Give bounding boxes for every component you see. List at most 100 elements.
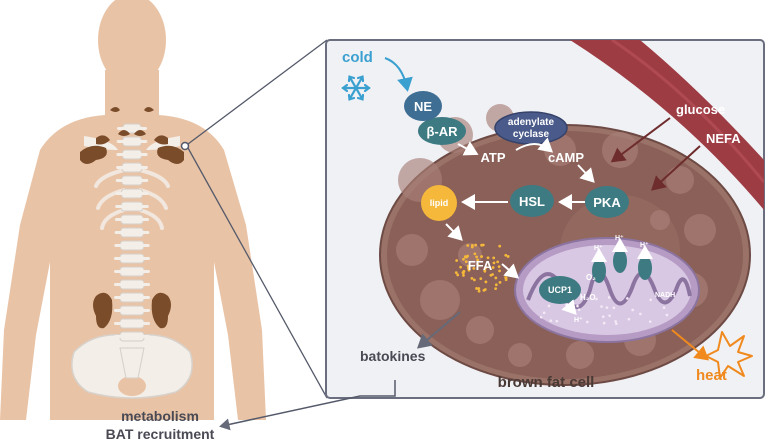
matrix-dot bbox=[549, 319, 553, 322]
ffa-dot bbox=[494, 283, 498, 287]
vertebra-process bbox=[116, 166, 148, 169]
ffa-dot bbox=[470, 276, 474, 280]
glucose-label: glucose bbox=[676, 102, 725, 117]
ffa-dot bbox=[466, 266, 470, 270]
o2-label: O₂ bbox=[586, 273, 596, 282]
blood-vessel bbox=[570, 40, 764, 210]
location-marker bbox=[180, 141, 190, 151]
matrix-dot bbox=[608, 314, 611, 317]
vertebra-process bbox=[114, 257, 150, 260]
nefa-label: NEFA bbox=[706, 131, 741, 146]
vertebra-process bbox=[114, 309, 150, 312]
h-plus-label-1: H⁺ bbox=[594, 244, 603, 252]
ffa-dot bbox=[463, 255, 467, 259]
adenylate-label-2: cyclase bbox=[513, 129, 550, 140]
nefa-arrow bbox=[651, 145, 701, 191]
ffa-dot bbox=[473, 252, 477, 256]
matrix-dot bbox=[626, 297, 629, 300]
ne-label: NE bbox=[414, 99, 432, 114]
vertebra-process bbox=[117, 127, 147, 130]
ffa-label: FFA bbox=[468, 258, 493, 273]
ffa-dot bbox=[472, 278, 476, 282]
matrix-dot bbox=[576, 304, 579, 308]
matrix-dot bbox=[614, 320, 617, 323]
vertebra-process bbox=[115, 205, 149, 208]
ffa-dot bbox=[486, 256, 490, 260]
matrix-dot bbox=[595, 297, 598, 301]
hsl-label: HSL bbox=[519, 194, 545, 209]
ffa-dot bbox=[475, 287, 478, 290]
matrix-dot bbox=[627, 317, 631, 321]
ffa-dot bbox=[459, 265, 463, 269]
vertebra-process bbox=[114, 335, 150, 338]
ffa-dot bbox=[484, 266, 488, 270]
sacrum bbox=[119, 347, 145, 379]
camp-label: cAMP bbox=[548, 150, 584, 165]
heat-arrow bbox=[671, 329, 710, 361]
pka-label: PKA bbox=[593, 195, 621, 210]
vertebra-process bbox=[114, 322, 150, 325]
heat-burst-icon bbox=[705, 331, 753, 379]
matrix-dot bbox=[665, 313, 669, 317]
matrix-dot bbox=[631, 308, 634, 312]
ffa-dot bbox=[480, 243, 484, 247]
ffa-dot bbox=[462, 269, 466, 273]
ffa-dot bbox=[491, 266, 495, 269]
metabolism-arrow bbox=[219, 380, 396, 431]
ucp1-protein bbox=[539, 276, 581, 304]
matrix-dot bbox=[601, 315, 605, 318]
ffa-dot bbox=[497, 265, 501, 269]
matrix-dot bbox=[607, 296, 611, 299]
ffa-dot bbox=[484, 280, 488, 284]
cold-arrow bbox=[384, 57, 413, 92]
matrix-dot bbox=[639, 312, 642, 316]
metabolism-label: metabolism bbox=[121, 408, 199, 424]
ffa-dot bbox=[480, 255, 483, 258]
vertebra-process bbox=[115, 192, 149, 195]
matrix-dot bbox=[555, 319, 559, 323]
ffa-dot bbox=[454, 271, 458, 274]
h-plus-label-2: H⁺ bbox=[615, 234, 624, 242]
beta-ar-label: β-AR bbox=[426, 124, 458, 139]
ffa-dot bbox=[489, 273, 493, 277]
matrix-dot bbox=[602, 321, 606, 325]
vertebra-process bbox=[114, 270, 150, 273]
hsl-node bbox=[510, 185, 554, 217]
vertebra-process bbox=[116, 153, 148, 156]
glucose-arrow bbox=[610, 117, 671, 163]
bat-recruitment-label: BAT recruitment bbox=[106, 426, 215, 442]
etc-complex-3 bbox=[638, 256, 652, 280]
matrix-dot bbox=[615, 322, 618, 326]
ffa-dot bbox=[466, 264, 470, 268]
matrix-dot bbox=[600, 305, 603, 308]
matrix-dot bbox=[649, 298, 652, 302]
matrix-dot bbox=[539, 315, 543, 319]
ucp1-label: UCP1 bbox=[548, 285, 572, 295]
h2o-label: H₂O bbox=[580, 293, 596, 302]
ffa-dot bbox=[476, 263, 480, 267]
zoom-line-bottom bbox=[187, 147, 328, 399]
vertebra-process bbox=[114, 231, 150, 234]
ffa-dot bbox=[462, 257, 465, 261]
etc-complex-2 bbox=[613, 249, 627, 273]
batokines-arrow bbox=[416, 311, 461, 349]
ffa-dot bbox=[455, 259, 459, 262]
vertebra-process bbox=[114, 296, 150, 299]
ffa-dot bbox=[477, 287, 481, 290]
brown-fat-cell-label: brown fat cell bbox=[498, 374, 595, 391]
zoom-line-top bbox=[187, 39, 328, 145]
ffa-dot bbox=[464, 260, 468, 264]
ffa-dot bbox=[504, 253, 508, 257]
snowflake-icon bbox=[341, 75, 371, 101]
matrix-dot bbox=[585, 320, 589, 324]
ffa-dot bbox=[470, 244, 474, 247]
vertebra-process bbox=[114, 244, 150, 247]
vertebra-process bbox=[114, 283, 150, 286]
heat-label: heat bbox=[696, 367, 727, 384]
ffa-dot bbox=[494, 287, 498, 291]
ffa-dot bbox=[498, 269, 501, 273]
matrix-dot bbox=[662, 306, 666, 309]
ffa-dot bbox=[479, 277, 483, 281]
ffa-dot bbox=[496, 260, 500, 264]
h-plus-label-3: H⁺ bbox=[640, 241, 649, 249]
